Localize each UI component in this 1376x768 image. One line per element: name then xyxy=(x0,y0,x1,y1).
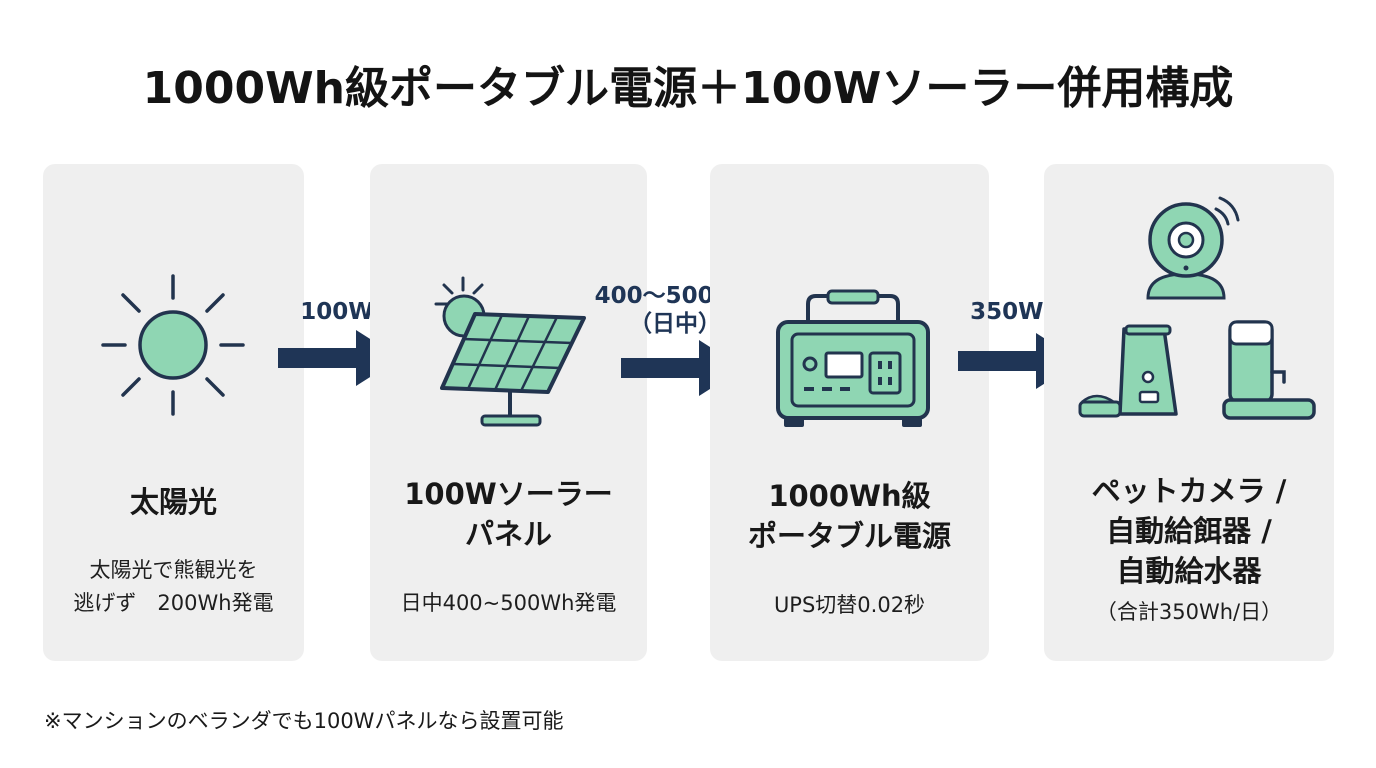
card-description: （合計350Wh/日） xyxy=(1095,600,1283,624)
card-title: 太陽光 xyxy=(129,485,217,519)
portable-power-station-icon xyxy=(776,289,930,427)
arrow-label: 100W xyxy=(300,299,374,325)
card-pet-devices: ペットカメラ / 自動給餌器 / 自動給水器 （合計350Wh/日） xyxy=(1044,164,1334,661)
auto-feeder-icon xyxy=(1078,324,1178,418)
card-power-station: 1000Wh級 ポータブル電源 UPS切替0.02秒 xyxy=(710,164,989,661)
footnote: ※マンションのベランダでも100Wパネルなら設置可能 xyxy=(44,709,564,733)
card-description: 日中400~500Wh発電 xyxy=(400,591,617,615)
page-title: 1000Wh級ポータブル電源＋100Wソーラー併用構成 xyxy=(142,63,1234,114)
card-title: 100Wソーラー パネル xyxy=(404,477,613,551)
pet-camera-icon xyxy=(1146,196,1240,300)
pet-devices-icon xyxy=(1078,196,1316,420)
sun-icon xyxy=(101,274,245,416)
arrow-right-icon xyxy=(278,330,400,386)
card-description: UPS切替0.02秒 xyxy=(773,593,926,617)
card-solar-panel: 100Wソーラー パネル 日中400~500Wh発電 xyxy=(370,164,647,661)
card-title: 1000Wh級 ポータブル電源 xyxy=(747,479,951,553)
card-sunlight: 太陽光 太陽光で熊観光を 逃げず 200Wh発電 xyxy=(43,164,304,661)
card-description: 太陽光で熊観光を 逃げず 200Wh発電 xyxy=(73,558,274,615)
card-title: ペットカメラ / 自動給餌器 / 自動給水器 xyxy=(1091,474,1287,588)
water-dispenser-icon xyxy=(1222,320,1316,420)
solar-panel-icon xyxy=(434,276,586,427)
